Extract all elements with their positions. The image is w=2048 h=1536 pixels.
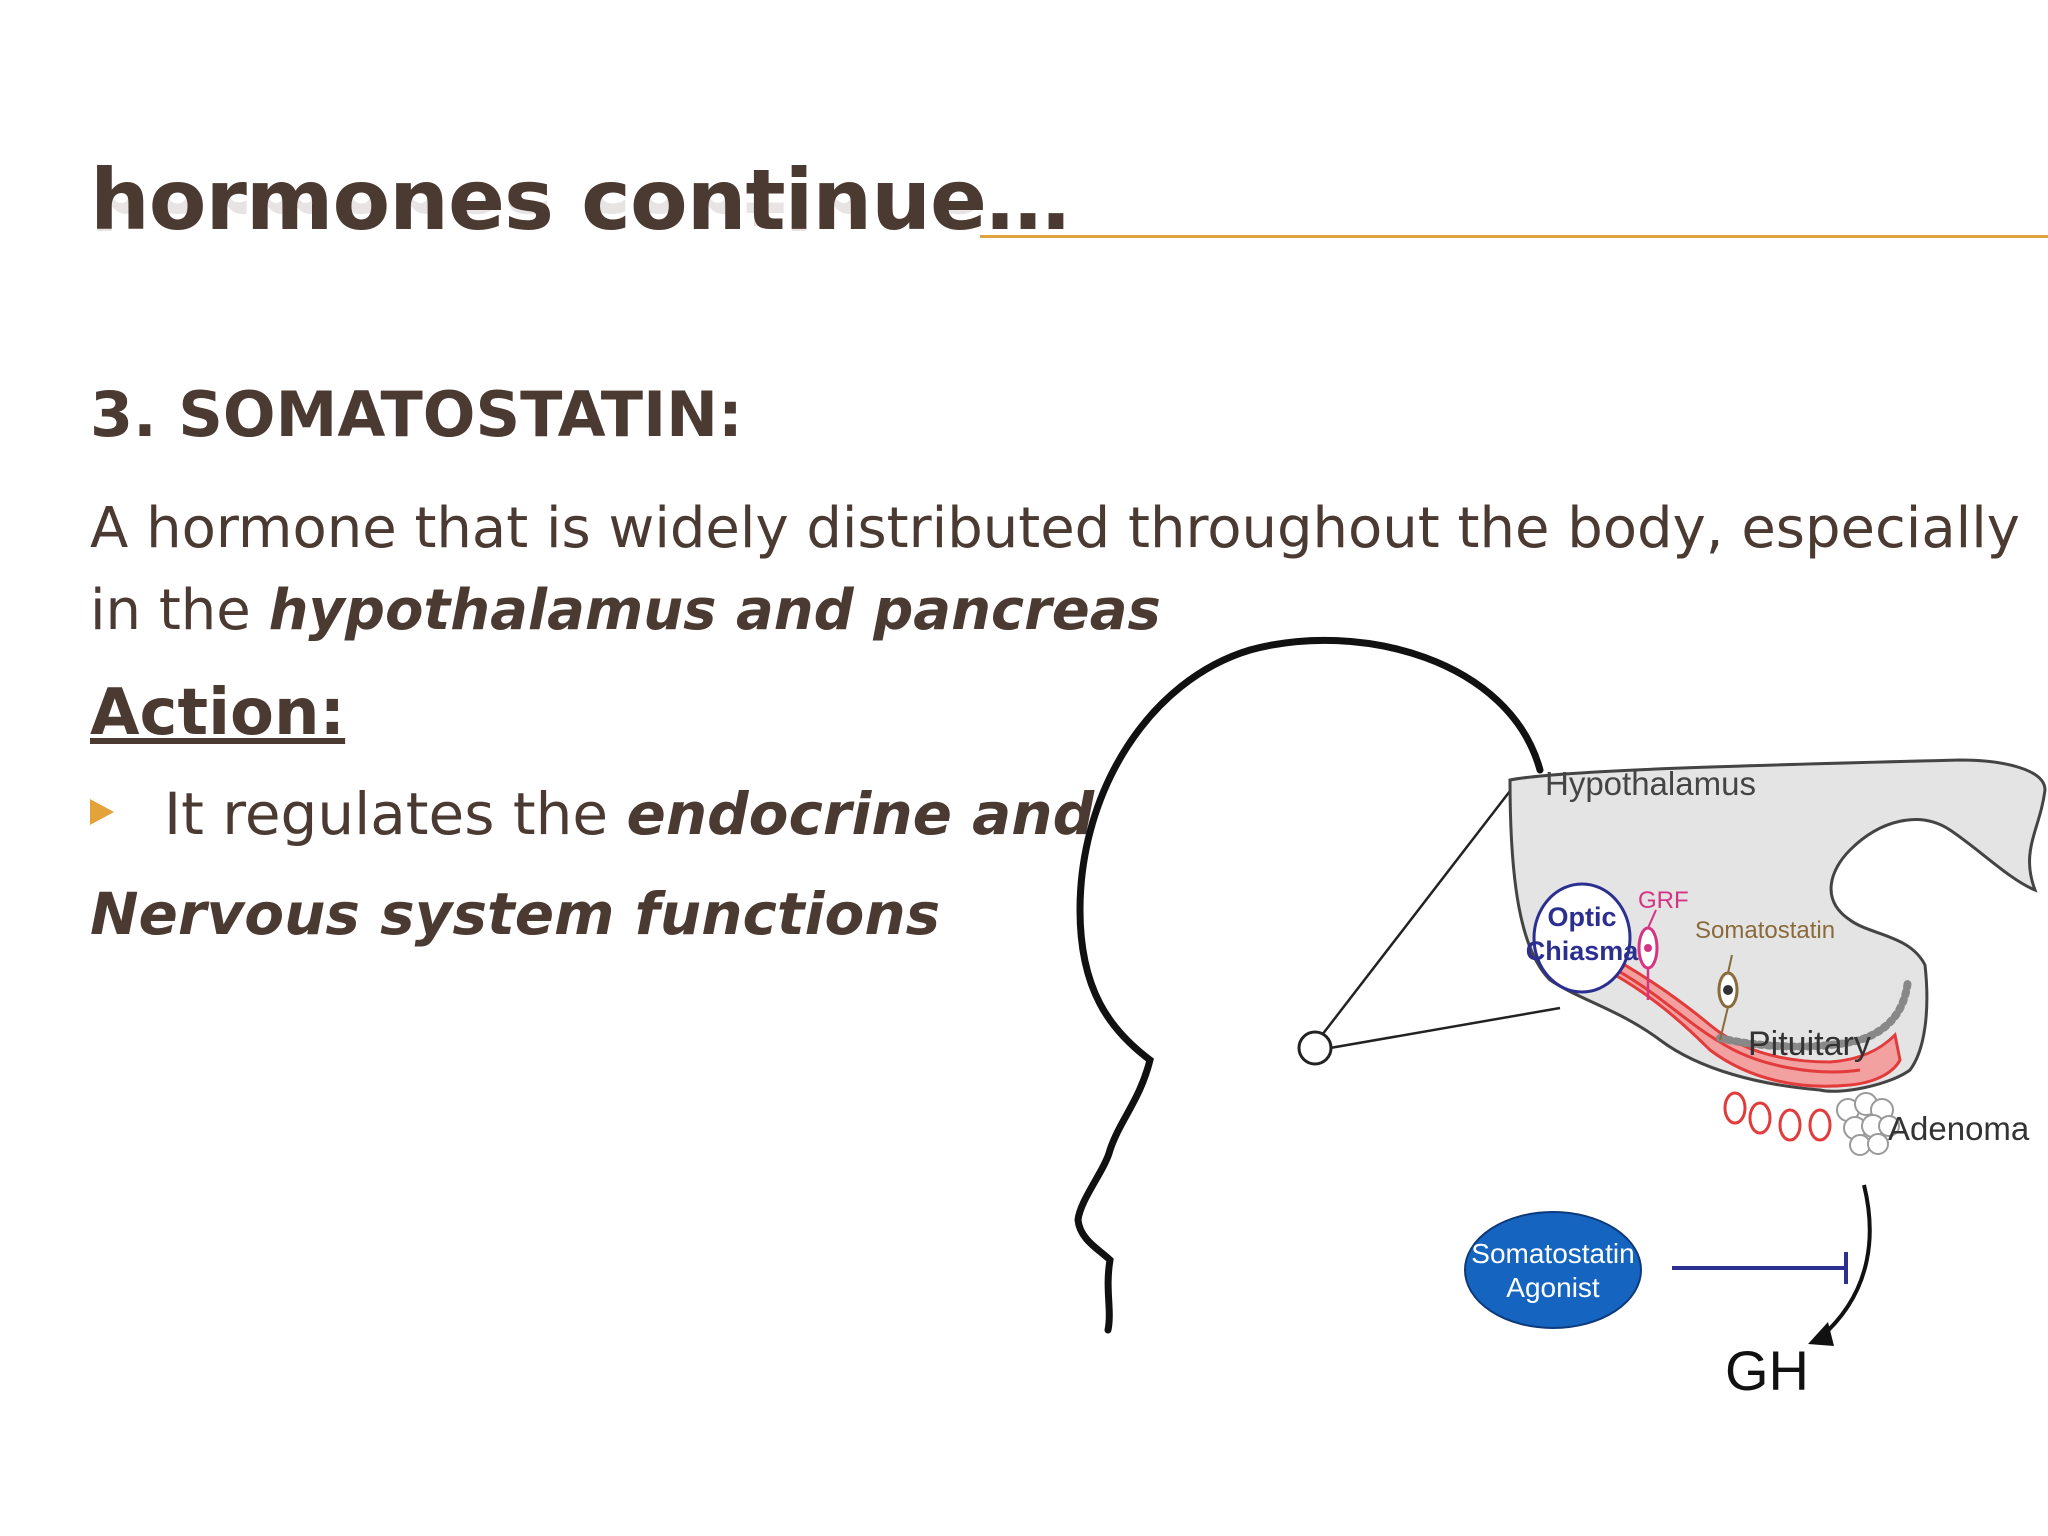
- somatostatin-neuron-nucleus: [1723, 985, 1733, 995]
- optic-chiasma: [1532, 882, 1632, 994]
- hypothalamus-label: Hypothalamus: [1545, 765, 1756, 802]
- pituitary-cell: [1748, 1101, 1772, 1135]
- gh-label: GH: [1725, 1339, 1809, 1402]
- slide-title: hormones continue…: [90, 151, 1070, 249]
- gh-arrowhead: [1808, 1322, 1834, 1346]
- grf-dendrite: [1647, 909, 1657, 929]
- head-outline: [1074, 636, 1544, 1334]
- somatostatin-dendrite: [1727, 954, 1733, 974]
- description-text: A hormone that is widely distributed thr…: [90, 496, 2020, 643]
- bullet-text: It regulates the: [164, 780, 627, 848]
- agonist-label-2: Agonist: [1506, 1272, 1600, 1303]
- action-heading: Action:: [90, 676, 346, 750]
- somatostatin-agonist-oval: [1464, 1211, 1642, 1329]
- pituitary-cell: [1808, 1108, 1832, 1142]
- agonist-label-1: Somatostatin: [1471, 1238, 1634, 1269]
- description-emphasis: hypothalamus and pancreas: [268, 578, 1161, 643]
- zoom-line-top: [1321, 777, 1521, 1036]
- grf-label: GRF: [1638, 887, 1689, 914]
- bullet-emphasis: endocrine and: [626, 780, 1095, 848]
- adenoma-label: Adenoma: [1888, 1110, 2030, 1147]
- gh-arrow: [1818, 1184, 1872, 1340]
- somatostatin-axon: [1719, 1006, 1729, 1041]
- pituitary-boundary: [1716, 976, 1912, 1051]
- pituitary-cell: [1723, 1091, 1747, 1125]
- slide-title-reflection: hormones continue…: [90, 198, 1069, 246]
- optic-chiasma-label-1: Optic: [1547, 902, 1616, 932]
- description-paragraph: A hormone that is widely distributed thr…: [90, 488, 2020, 652]
- bullet-continuation: Nervous system functions: [90, 880, 941, 948]
- portal-vessel: [1612, 963, 1902, 1088]
- section-heading: 3. SOMATOSTATIN:: [90, 378, 743, 451]
- title-underline-rule: [980, 235, 2048, 238]
- pituitary-cell: [1778, 1108, 1802, 1142]
- eye-circle: [1297, 1030, 1333, 1066]
- somatostatin-diagram: Optic Chiasma GRF Somatostatin Hypothala…: [1074, 636, 2047, 1402]
- adenoma-cluster: [1836, 1092, 1900, 1156]
- grf-neuron-nucleus: [1644, 944, 1652, 952]
- hypothalamus-region: [1508, 758, 2047, 1093]
- zoom-line-bottom: [1329, 1006, 1561, 1050]
- pituitary-label: Pituitary: [1748, 1025, 1871, 1063]
- optic-chiasma-label-2: Chiasma: [1526, 936, 1640, 966]
- bullet-arrow-icon: [90, 798, 114, 825]
- somatostatin-label: Somatostatin: [1695, 917, 1835, 944]
- bullet-item: It regulates the endocrine and: [90, 780, 1094, 848]
